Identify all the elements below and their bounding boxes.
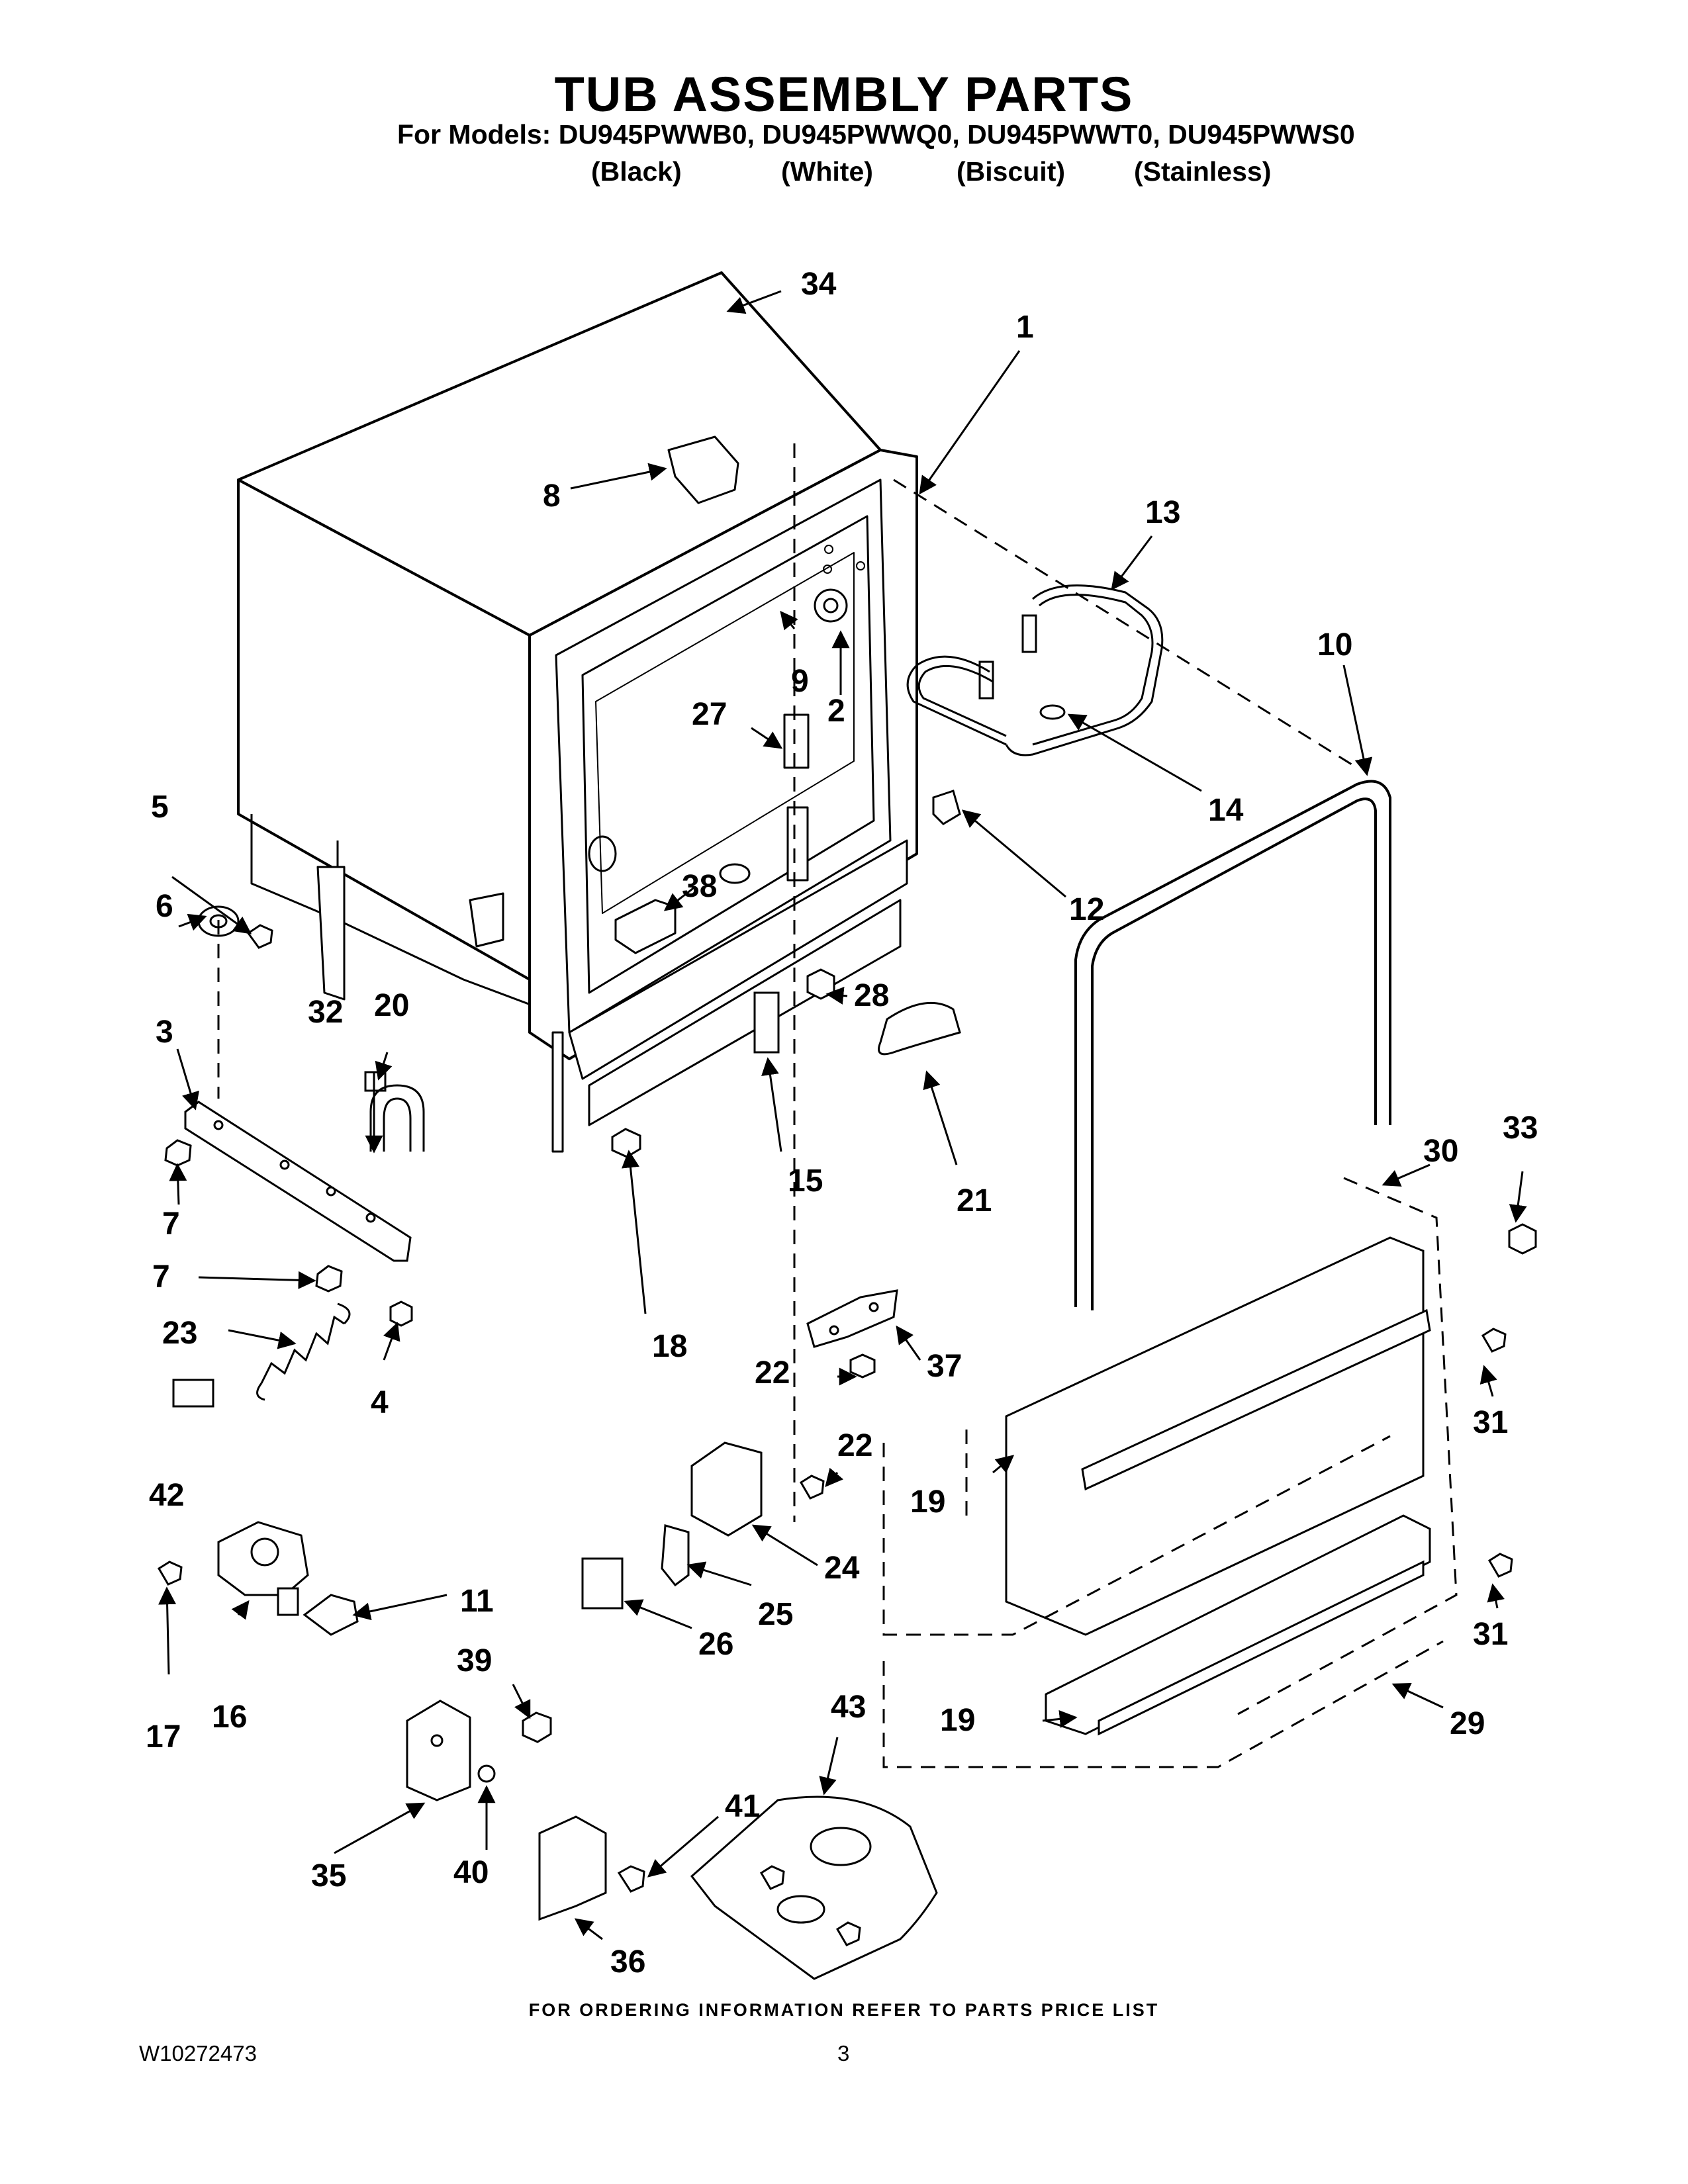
callout-16: 16 [212, 1700, 247, 1735]
callout-15: 15 [788, 1163, 823, 1199]
ordering-note: FOR ORDERING INFORMATION REFER TO PARTS … [528, 2000, 1160, 2020]
callout-5: 5 [151, 790, 169, 825]
callout-22b: 22 [837, 1428, 872, 1463]
door-latch-bracket-drawing [799, 1289, 898, 1500]
variant-white: (White) [781, 156, 873, 187]
callout-26: 26 [698, 1627, 733, 1662]
callout-9: 9 [791, 664, 809, 699]
callout-14: 14 [1208, 793, 1244, 828]
callout-11: 11 [460, 1584, 494, 1619]
callout-42: 42 [149, 1478, 184, 1513]
callout-24: 24 [824, 1551, 860, 1586]
callout-3: 3 [156, 1015, 173, 1050]
callout-arrows [158, 290, 1527, 1940]
callout-43: 43 [831, 1690, 866, 1725]
callout-10: 10 [1317, 627, 1352, 662]
callout-6: 6 [156, 889, 173, 924]
callout-32: 32 [308, 995, 343, 1030]
callout-18: 18 [652, 1329, 687, 1364]
models-line: For Models: DU945PWWB0, DU945PWWQ0, DU94… [397, 119, 1355, 150]
callout-7b: 7 [152, 1259, 170, 1295]
callout-19a: 19 [910, 1484, 945, 1520]
callout-25: 25 [758, 1597, 793, 1632]
callout-17: 17 [146, 1719, 181, 1754]
callout-2: 2 [827, 694, 845, 729]
callout-28: 28 [854, 978, 889, 1013]
mounting-bracket-drawing [164, 905, 413, 1327]
toe-panel-drawing [1005, 1223, 1537, 1736]
hose-clip-drawing [878, 1001, 961, 1056]
variant-stainless: (Stainless) [1134, 156, 1272, 187]
callout-7a: 7 [162, 1206, 180, 1242]
callout-33: 33 [1503, 1111, 1538, 1146]
variant-black: (Black) [591, 156, 682, 187]
fill-hose-drawing [906, 584, 1164, 756]
page-number: 3 [837, 2041, 850, 2066]
callout-1: 1 [1016, 310, 1034, 345]
callout-labels: 34 1 2 3 4 5 6 7 7 8 9 10 11 12 13 14 15… [146, 267, 1538, 1979]
parts-kit-bag-drawing [690, 1796, 938, 1980]
page-title: TUB ASSEMBLY PARTS [554, 67, 1134, 122]
bracket-set-drawing [406, 1700, 645, 1921]
callout-4: 4 [371, 1385, 389, 1420]
callout-41: 41 [725, 1789, 760, 1824]
callout-37: 37 [927, 1349, 962, 1384]
callout-27: 27 [692, 697, 727, 732]
callout-36: 36 [610, 1944, 645, 1979]
callout-22a: 22 [755, 1355, 790, 1390]
callout-29: 29 [1450, 1706, 1485, 1741]
label-tag-drawing [172, 1379, 214, 1408]
callout-21: 21 [957, 1183, 992, 1218]
callout-20: 20 [374, 988, 409, 1023]
document-number: W10272473 [139, 2041, 257, 2066]
spring-drawing [256, 1302, 351, 1401]
callout-31b: 31 [1473, 1617, 1508, 1652]
callout-35: 35 [311, 1858, 346, 1893]
callout-12: 12 [1069, 892, 1104, 927]
callout-13: 13 [1145, 495, 1180, 530]
callout-40: 40 [453, 1855, 489, 1890]
callout-31a: 31 [1473, 1405, 1508, 1440]
callout-23: 23 [162, 1316, 197, 1351]
callout-30: 30 [1423, 1134, 1458, 1169]
door-gasket-drawing [1074, 780, 1391, 1310]
inlet-valve-drawing [157, 1521, 359, 1636]
strike-drawing [932, 790, 961, 825]
variant-biscuit: (Biscuit) [957, 156, 1065, 187]
tub-assembly-drawing [237, 271, 918, 1153]
callout-39: 39 [457, 1643, 492, 1678]
door-switch-drawing [581, 1441, 763, 1610]
callout-8: 8 [543, 478, 561, 514]
callout-34: 34 [801, 267, 837, 302]
callout-19b: 19 [940, 1703, 975, 1738]
callout-38: 38 [682, 869, 717, 904]
